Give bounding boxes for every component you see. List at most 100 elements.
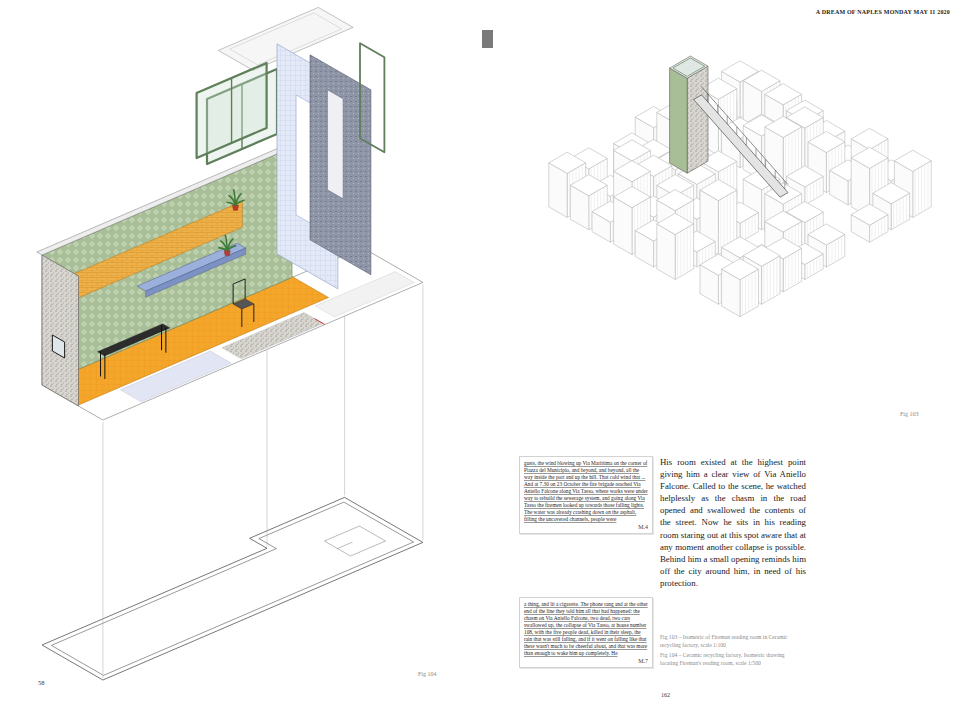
facade-line	[872, 225, 873, 240]
building-roof	[808, 131, 845, 152]
building-roof	[765, 116, 802, 137]
threshold-mark	[314, 319, 324, 325]
tiled-back-wall	[42, 148, 292, 386]
facade-line	[680, 232, 681, 275]
facade-line	[677, 234, 678, 277]
facade-line	[720, 275, 721, 302]
page-tab	[482, 30, 493, 48]
figure-number: Fig 103	[900, 411, 919, 418]
facade-line	[745, 278, 746, 313]
building-roof	[786, 166, 823, 187]
newspaper-clipping: gusts, the wind blowing up Via Marittima…	[519, 456, 653, 534]
ramp	[694, 95, 788, 197]
facade-line	[708, 246, 709, 259]
facade-line	[705, 248, 706, 261]
building-roof	[851, 204, 888, 225]
facade-line	[813, 260, 814, 273]
facade-line	[724, 198, 725, 250]
panel-opening	[327, 90, 343, 199]
facade-line	[921, 167, 922, 211]
facade-line	[752, 217, 753, 234]
building-roof	[873, 183, 910, 204]
factory-isometric	[549, 56, 931, 317]
rail-post	[756, 148, 757, 156]
facade-line	[838, 239, 839, 259]
facade-line	[798, 251, 799, 282]
window-mullion	[231, 78, 232, 143]
facade-line	[687, 229, 688, 272]
facade-line	[755, 272, 756, 307]
plant-leaf	[227, 246, 236, 251]
rail-post	[717, 105, 718, 113]
bench-leg	[161, 325, 162, 350]
floor-plan	[42, 497, 423, 680]
facade-line	[807, 187, 808, 203]
building-roof	[808, 224, 845, 245]
facade-line	[835, 241, 836, 261]
rail-post	[708, 94, 709, 102]
rail-post	[775, 170, 776, 178]
chair-leg	[241, 309, 242, 327]
rail-post	[784, 181, 785, 189]
facade-line	[924, 165, 925, 209]
bench-leg	[100, 351, 101, 376]
speckled-panel	[310, 55, 371, 275]
facade-line	[569, 173, 570, 215]
building-roof	[700, 180, 737, 201]
small-opening	[52, 335, 64, 358]
facade-line	[788, 257, 789, 288]
facade-line	[612, 222, 613, 240]
rail-post	[765, 159, 766, 167]
chair-back	[233, 284, 234, 304]
facade-line	[690, 227, 691, 270]
facade-line	[807, 264, 808, 277]
facade-line	[810, 185, 811, 201]
facade-line	[820, 179, 821, 195]
building-roof	[614, 140, 651, 161]
newspaper-clipping: a thing, and lit a cigarette. The phone …	[519, 597, 653, 668]
reading-room-isometric	[37, 7, 423, 680]
facade-line	[773, 260, 774, 296]
terrazzo-end-wall	[42, 255, 79, 406]
page-number: 58	[38, 679, 45, 687]
facade-line	[748, 219, 749, 236]
plant-leaf	[225, 235, 227, 251]
facade-line	[828, 152, 829, 190]
facade-line	[928, 164, 929, 208]
facade-line	[591, 195, 592, 227]
facade-line	[900, 200, 901, 224]
facade-line	[767, 264, 768, 300]
building-roof	[657, 213, 694, 234]
facade-line	[764, 266, 765, 302]
facade-line	[878, 221, 879, 236]
chair-back	[233, 279, 245, 284]
building-roof	[614, 187, 651, 208]
facade-line	[720, 200, 721, 252]
building-roof	[657, 190, 694, 211]
building-face	[670, 68, 688, 173]
plant-pot	[224, 251, 230, 256]
chair-back	[245, 279, 246, 299]
facade-line	[742, 223, 743, 240]
facade-line	[810, 262, 811, 275]
facade-line	[841, 237, 842, 257]
facade-line	[699, 252, 700, 265]
building-roof	[851, 128, 888, 149]
facade-line	[733, 193, 734, 245]
facade-line	[634, 207, 635, 252]
facade-line	[656, 241, 657, 265]
figure-caption: Fig 103 – Isometric of Fireman reading r…	[660, 634, 800, 649]
facade-line	[813, 183, 814, 199]
facade-line	[884, 217, 885, 232]
page-number: 162	[661, 692, 670, 699]
facade-line	[764, 189, 765, 227]
facade-line	[893, 203, 894, 227]
facade-line	[742, 279, 743, 314]
plant-leaf	[235, 200, 244, 205]
facade-line	[745, 221, 746, 238]
facade-line	[792, 255, 793, 286]
bench-leg	[165, 328, 166, 353]
floor-plan-inner	[51, 502, 413, 675]
facade-line	[875, 223, 876, 238]
